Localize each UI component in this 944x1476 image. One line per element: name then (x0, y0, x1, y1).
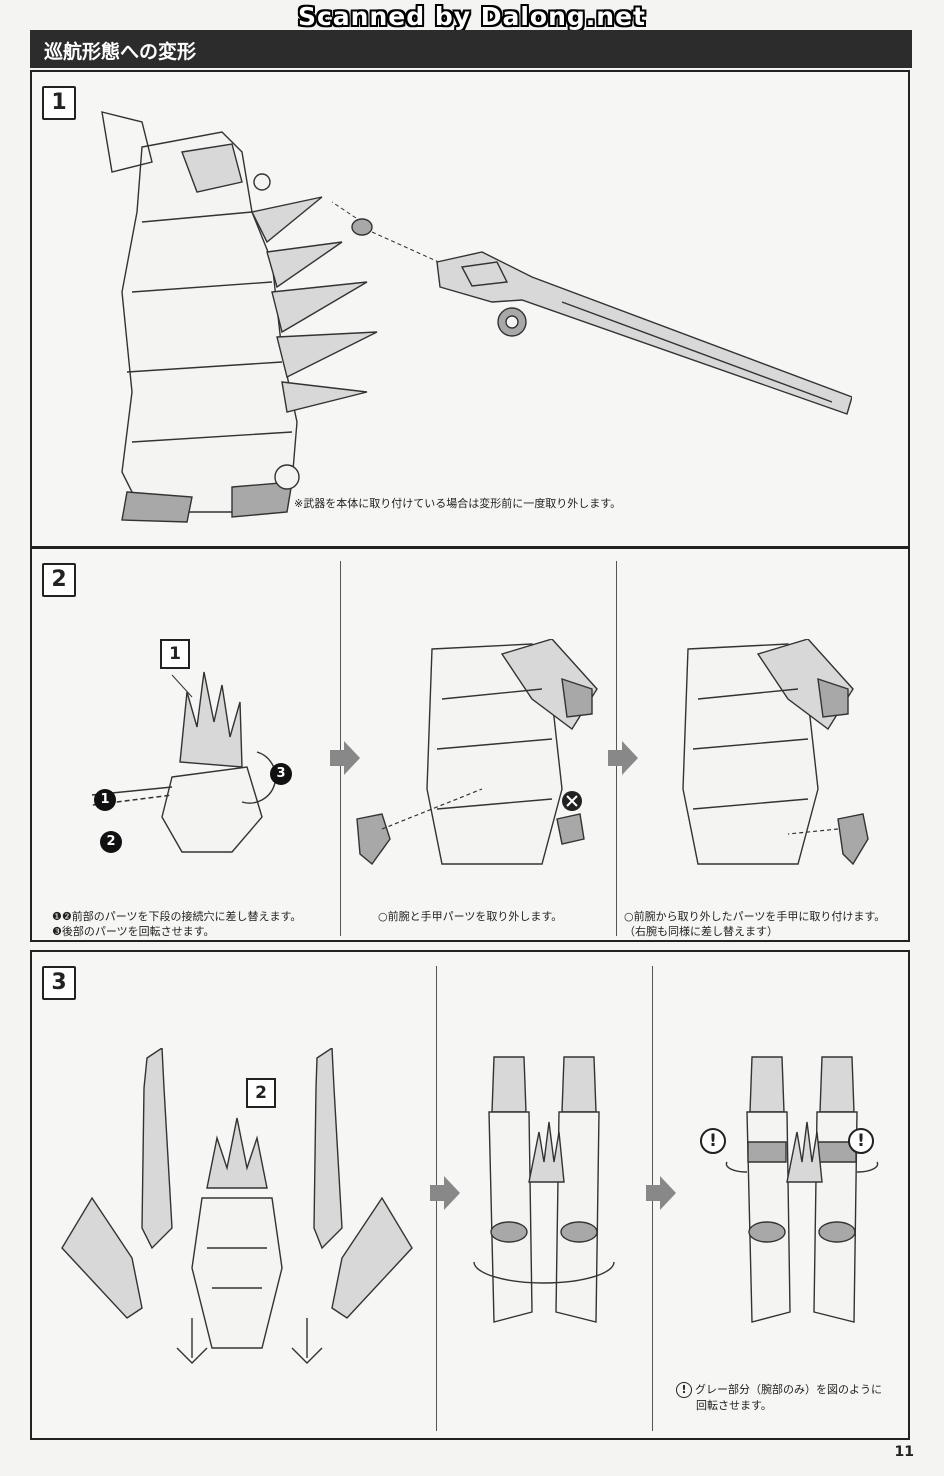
step-number: 2 (42, 563, 76, 597)
page-number: 11 (894, 1444, 914, 1460)
step-3-panel: 3 2 (30, 950, 910, 1440)
warning-icon: ! (848, 1128, 874, 1154)
unfolded-arms-illustration (61, 1048, 413, 1364)
next-arrow-icon (646, 1176, 676, 1210)
step-2c-note: ○前腕から取り外したパーツを手甲に取り付けます。 （右腕も同様に差し替えます） (624, 909, 885, 939)
marker-one: 1 (94, 789, 116, 811)
step-1-panel: 1 ※武器を本体に取り付けている場合は変形前に一度取り外します。 (30, 70, 910, 548)
marker-two: 2 (100, 831, 122, 853)
step-2b-note-line1: ○前腕と手甲パーツを取り外します。 (378, 910, 563, 923)
warning-icon: ! (676, 1382, 692, 1398)
part-callout-badge: 2 (246, 1078, 276, 1108)
step-2b-note: ○前腕と手甲パーツを取り外します。 (378, 909, 562, 924)
step-number: 3 (42, 966, 76, 1000)
weapon-rail-illustration (332, 201, 852, 415)
step-3-rotation-note: !グレー部分（腕部のみ）を図のように 回転させます。 (676, 1382, 882, 1413)
marker-three: 3 (270, 763, 292, 785)
next-arrow-icon (608, 741, 638, 775)
head-crest-illustration (92, 671, 277, 853)
step-3-note-line1-row: !グレー部分（腕部のみ）を図のように (676, 1382, 882, 1398)
panel-divider (340, 561, 341, 936)
next-arrow-icon (330, 741, 360, 775)
step-3-note-line1: グレー部分（腕部のみ）を図のように (695, 1383, 882, 1396)
step-3-note-line2: 回転させます。 (696, 1399, 772, 1412)
forearm-removal-illustration (356, 639, 598, 866)
hand-guard-attach-illustration (682, 639, 869, 866)
step-2c-note-line2: （右腕も同様に差し替えます） (624, 925, 778, 938)
step-1-note: ※武器を本体に取り付けている場合は変形前に一度取り外します。 (294, 497, 622, 510)
scanner-watermark: Scanned by Dalong.net (297, 2, 646, 31)
folded-arms-illustration (473, 1056, 615, 1323)
section-title: 巡航形態への変形 (44, 41, 197, 63)
next-arrow-icon (430, 1176, 460, 1210)
part-callout-badge: 1 (160, 639, 190, 669)
rotated-arms-illustration (725, 1056, 879, 1323)
robot-leg-illustration (101, 111, 378, 523)
step-number: 1 (42, 86, 76, 120)
step-2a-note-line1: ❶❷前部のパーツを下段の接続穴に差し替えます。 (52, 910, 302, 923)
panel-divider (616, 561, 617, 936)
step-2a-note-line2: ❸後部のパーツを回転させます。 (52, 925, 215, 938)
step-2c-note-line1: ○前腕から取り外したパーツを手甲に取り付けます。 (624, 910, 886, 923)
section-header: 巡航形態への変形 (30, 30, 912, 68)
warning-icon: ! (700, 1128, 726, 1154)
step-2a-note: ❶❷前部のパーツを下段の接続穴に差し替えます。 ❸後部のパーツを回転させます。 (52, 909, 301, 939)
step-2-panel: 2 1 1 2 3 ❶❷前部 (30, 547, 910, 942)
